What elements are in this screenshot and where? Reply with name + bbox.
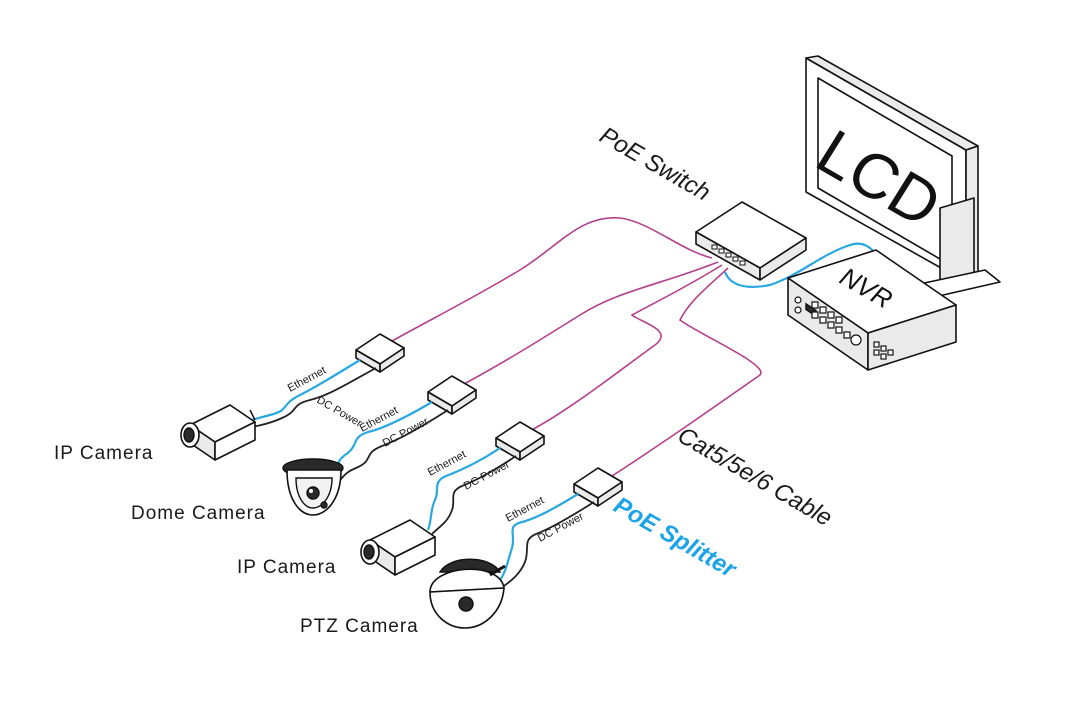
poe-switch-label: PoE Switch (595, 122, 715, 207)
poe-switch-device: PoE Switch (595, 122, 807, 281)
ethernet-label-2: Ethernet (358, 405, 400, 435)
dc-power-cable-3 (431, 455, 517, 535)
camera-label-1: IP Camera (54, 443, 153, 464)
poe-splitter-4 (573, 467, 623, 507)
dc-power-cable-1 (244, 367, 377, 431)
ptz-camera (429, 558, 506, 629)
poe-splitter-2 (427, 375, 477, 415)
dc-power-label-1: DC Power (315, 394, 365, 430)
cat5-cables (384, 217, 762, 477)
poe-splitters (355, 333, 623, 507)
drop-cables (239, 359, 595, 587)
cable-label: Cat5/5e/6 Cable (673, 422, 837, 532)
camera-label-3: IP Camera (237, 557, 336, 578)
dc-power-cable-2 (339, 409, 449, 481)
ethernet-cable-4 (499, 493, 579, 581)
camera-labels: IP Camera Dome Camera IP Camera PTZ Came… (54, 443, 419, 637)
ethernet-cable-1 (239, 359, 361, 426)
switch-nvr-cable (723, 242, 882, 289)
dome-camera (282, 458, 344, 516)
dc-power-label-4: DC Power (536, 510, 586, 544)
camera-label-2: Dome Camera (131, 503, 266, 524)
nvr-device: NVR (787, 249, 957, 371)
lcd-monitor: LCD (805, 55, 1001, 299)
camera-label-4: PTZ Camera (300, 616, 419, 637)
ethernet-cable-3 (426, 447, 501, 531)
cat5-cable-3 (527, 264, 723, 433)
dc-power-label-3: DC Power (462, 458, 512, 492)
poe-splitter-label: PoE Splitter (609, 492, 742, 584)
ip-camera-2 (360, 519, 436, 576)
cat5-cable-4 (611, 267, 762, 477)
cat5-cable-1 (384, 217, 713, 346)
ip-camera-1 (180, 404, 256, 461)
dc-power-cable-4 (503, 501, 595, 587)
ethernet-label-3: Ethernet (426, 449, 468, 479)
switch-ports (711, 244, 746, 266)
nvr-front-panel (794, 296, 894, 360)
poe-splitter-3 (495, 421, 545, 461)
poe-splitter-1 (355, 333, 405, 373)
ethernet-cable-2 (334, 401, 433, 471)
cat5-cable-2 (461, 261, 719, 386)
